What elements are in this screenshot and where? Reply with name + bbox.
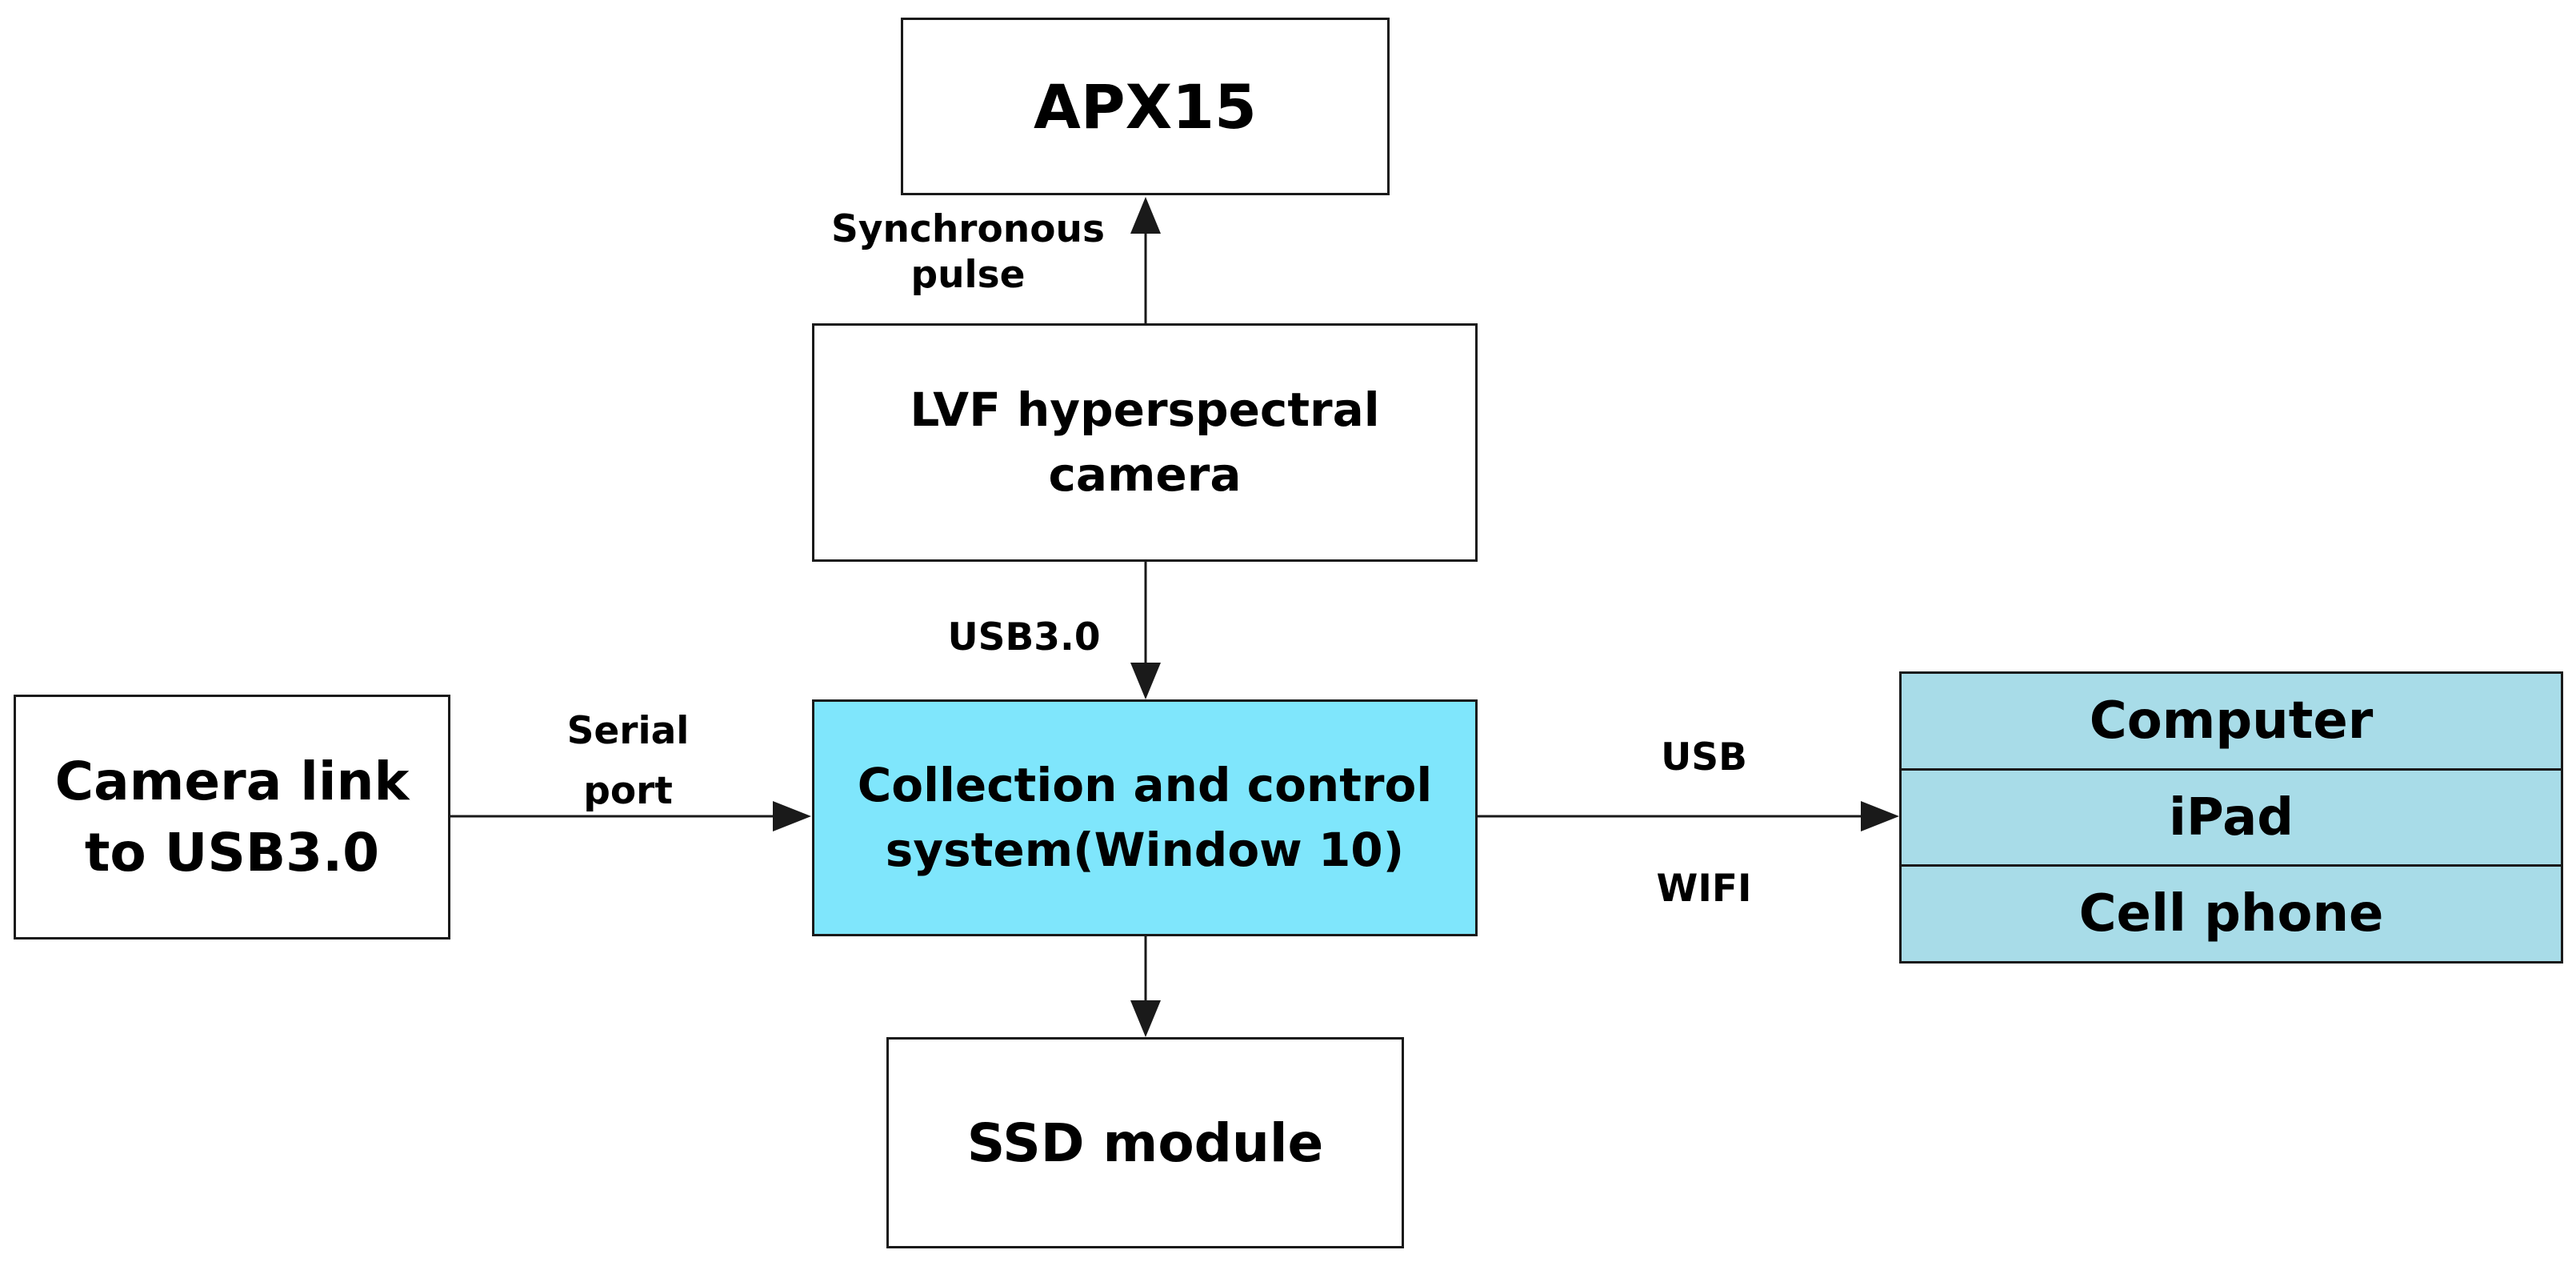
lvf-camera-box: LVF hyperspectral camera [812, 323, 1478, 562]
serial-port-label: Serial port [566, 709, 690, 814]
arrowhead-apx15 [1130, 197, 1161, 234]
usb30-label: USB3.0 [947, 615, 1101, 659]
ssd-module-box: SSD module [886, 1037, 1404, 1248]
collection-control-label: Collection and control system(Window 10) [857, 757, 1433, 877]
apx15-label: APX15 [1034, 70, 1257, 142]
arrowhead-devices [1861, 801, 1899, 831]
collection-control-box: Collection and control system(Window 10) [812, 699, 1478, 936]
device-ipad: iPad [1902, 771, 2561, 867]
ssd-module-label: SSD module [966, 1112, 1324, 1174]
arrowhead-collection-left [773, 801, 811, 831]
camera-link-box: Camera link to USB3.0 [14, 695, 450, 939]
apx15-box: APX15 [901, 18, 1390, 195]
usb-label: USB [1661, 735, 1747, 779]
arrowhead-ssd [1130, 1000, 1161, 1037]
arrowhead-collection-top [1130, 663, 1161, 699]
device-cell-phone: Cell phone [2078, 884, 2384, 944]
lvf-camera-label: LVF hyperspectral camera [910, 382, 1380, 502]
wifi-label: WIFI [1656, 867, 1752, 911]
device-computer: Computer [1902, 674, 2561, 771]
devices-stack: Computer iPad Cell phone [1899, 671, 2563, 964]
camera-link-label: Camera link to USB3.0 [54, 750, 410, 883]
sync-pulse-label: Synchronous pulse [831, 207, 1105, 298]
